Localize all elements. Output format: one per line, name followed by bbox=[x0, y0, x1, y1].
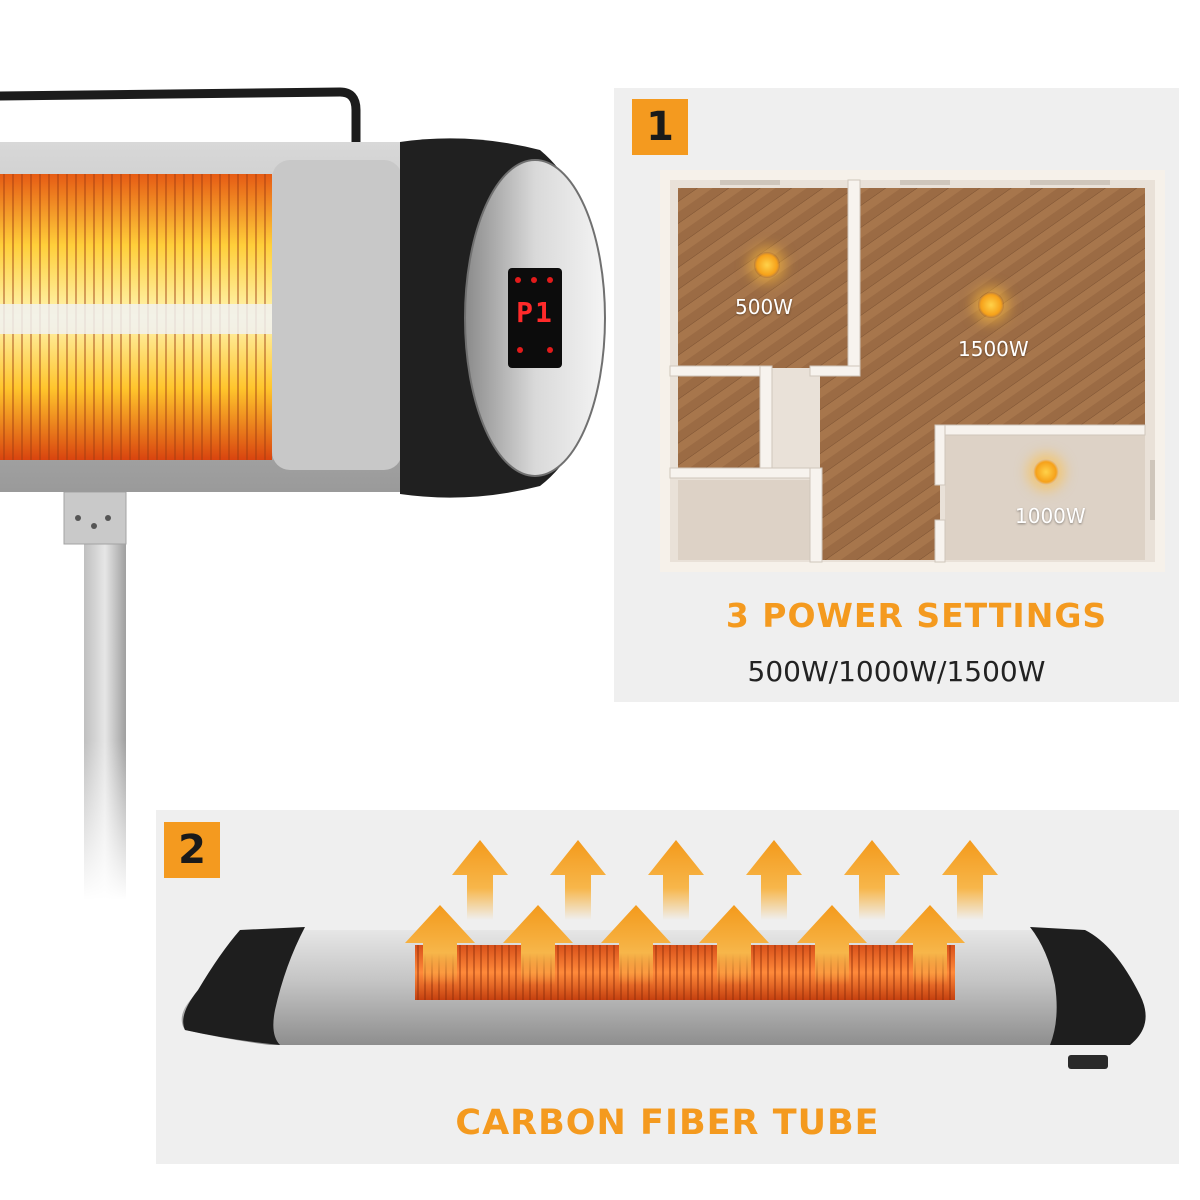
feature-number-badge-1: 1 bbox=[632, 99, 688, 155]
power-settings-title: 3 POWER SETTINGS bbox=[725, 596, 1108, 635]
feature-number-badge-2: 2 bbox=[164, 822, 220, 878]
room-power-label-500w: 500W bbox=[735, 295, 793, 319]
heater-illustration: P1 bbox=[0, 0, 620, 900]
carbon-tube-heater bbox=[170, 835, 1180, 1080]
infrared-heater-icon bbox=[0, 87, 606, 900]
room-power-label-1000w: 1000W bbox=[1015, 504, 1086, 528]
carbon-tube-title: CARBON FIBER TUBE bbox=[455, 1103, 880, 1143]
heater-display-readout: P1 bbox=[516, 296, 554, 329]
sun-icon bbox=[1033, 459, 1059, 485]
room-power-label-1500w: 1500W bbox=[958, 337, 1029, 361]
floor-plan-icon bbox=[660, 170, 1165, 572]
floor-plan: 500W 1500W 1000W bbox=[660, 170, 1165, 572]
sun-icon bbox=[754, 252, 780, 278]
power-settings-subtitle: 500W/1000W/1500W bbox=[747, 655, 1046, 688]
heat-arrows-icon bbox=[181, 840, 1146, 1069]
sun-icon bbox=[978, 292, 1004, 318]
